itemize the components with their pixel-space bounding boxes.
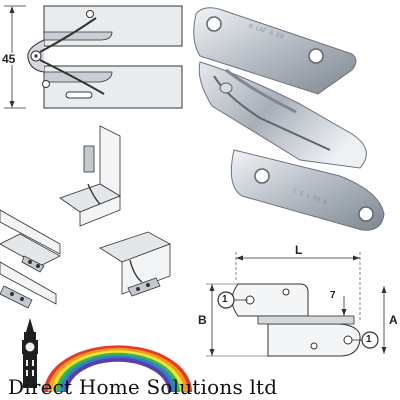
big-ben-icon	[22, 318, 38, 388]
screw-hole	[308, 48, 324, 64]
screw-hole	[206, 16, 222, 32]
channel	[257, 315, 355, 325]
a-dimension-label: A	[389, 313, 398, 327]
screw-hole	[358, 206, 374, 222]
rainbow-band	[64, 357, 172, 393]
slot	[65, 91, 93, 99]
lower-leaf	[230, 149, 385, 231]
upper-leaf	[193, 7, 357, 95]
rainbow-band	[52, 350, 184, 393]
brand-name: Direct Home Solutions ltd	[8, 375, 278, 399]
link-arm-upper	[39, 17, 97, 53]
height-dimension-label: 45	[2, 52, 16, 66]
table-leaf-drawing-2	[99, 231, 171, 297]
callout-label-1: 1	[222, 294, 228, 305]
screw-hole	[254, 168, 270, 184]
lower-hinge-plate	[43, 71, 113, 83]
rainbow-band	[56, 352, 180, 393]
rainbow-icon	[44, 345, 192, 393]
cabinet-corner	[59, 125, 121, 227]
b-dimension-label: B	[198, 313, 207, 327]
rainbow-band	[60, 355, 176, 393]
rainbow-band	[44, 345, 192, 393]
link-arm-lower	[39, 59, 105, 95]
table-leaf-drawing	[0, 209, 61, 309]
offset-dimension-label: 7	[330, 290, 336, 301]
callout-label-2: 1	[366, 334, 372, 345]
length-dimension-label: L	[295, 243, 303, 257]
rainbow-band	[48, 347, 188, 393]
hinge-mechanism	[198, 61, 367, 169]
upper-hinge-plate	[43, 31, 113, 41]
